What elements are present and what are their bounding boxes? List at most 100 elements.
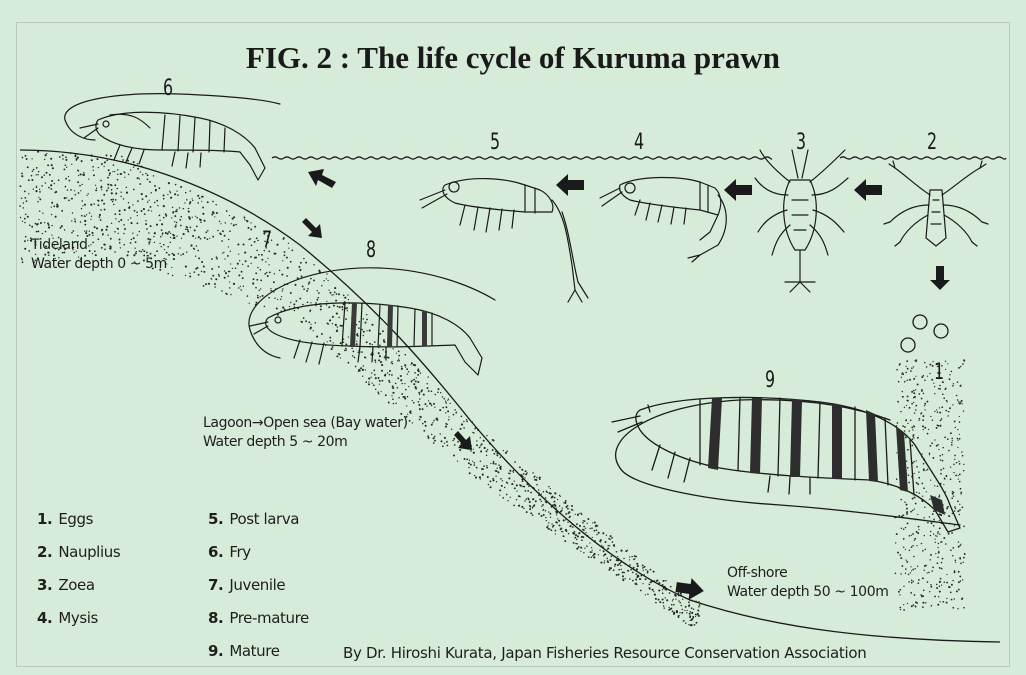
sediment-dot: [252, 282, 254, 284]
sediment-dot: [938, 596, 939, 597]
sediment-dot: [168, 182, 170, 184]
sediment-dot: [334, 287, 336, 289]
sediment-dot: [33, 169, 35, 171]
sediment-dot: [472, 461, 473, 462]
sediment-dot: [404, 383, 405, 384]
sediment-dot: [196, 225, 198, 227]
sediment-dot: [257, 297, 259, 299]
sediment-dot: [339, 306, 341, 308]
sediment-dot: [923, 463, 925, 465]
sediment-dot: [385, 394, 387, 396]
sediment-dot: [250, 222, 251, 223]
sediment-dot: [627, 550, 628, 551]
sediment-dot: [925, 602, 927, 604]
sediment-dot: [958, 571, 960, 573]
sediment-dot: [487, 449, 488, 450]
sediment-dot: [588, 556, 590, 558]
sediment-dot: [905, 419, 907, 421]
sediment-dot: [445, 401, 446, 402]
sediment-dot: [508, 473, 509, 474]
sediment-dot: [946, 582, 948, 584]
sediment-dot: [90, 219, 91, 220]
sediment-dot: [526, 511, 528, 513]
sediment-dot: [926, 491, 927, 492]
sediment-dot: [181, 238, 182, 239]
sediment-dot: [22, 221, 23, 222]
sediment-dot: [421, 389, 423, 391]
sediment-dot: [78, 175, 79, 176]
sediment-dot: [64, 164, 66, 166]
sediment-dot: [168, 254, 170, 256]
sediment-dot: [912, 438, 914, 440]
sediment-dot: [959, 545, 961, 547]
sediment-dot: [258, 290, 259, 291]
sediment-dot: [221, 240, 223, 242]
sediment-dot: [110, 155, 112, 157]
sediment-dot: [942, 454, 943, 455]
sediment-dot: [308, 283, 310, 285]
sediment-dot: [373, 370, 375, 372]
sediment-dot: [687, 610, 688, 611]
sediment-dot: [923, 393, 925, 395]
sediment-dot: [230, 294, 231, 295]
sediment-dot: [911, 391, 913, 393]
sediment-dot: [28, 179, 30, 181]
sediment-dot: [486, 467, 488, 469]
sediment-dot: [906, 514, 907, 515]
sediment-dot: [957, 510, 959, 512]
sediment-dot: [26, 200, 28, 202]
sediment-dot: [128, 174, 130, 176]
sediment-dot: [149, 181, 151, 183]
sediment-dot: [939, 581, 941, 583]
sediment-dot: [373, 384, 375, 386]
sediment-dot: [143, 208, 145, 210]
sediment-dot: [912, 498, 914, 500]
sediment-dot: [444, 437, 446, 439]
legend-label: Pre-mature: [229, 609, 309, 627]
sediment-dot: [578, 547, 579, 548]
sediment-dot: [483, 465, 485, 467]
sediment-dot: [936, 427, 938, 429]
sediment-dot: [639, 578, 641, 580]
cycle-arrows: [302, 169, 950, 602]
sediment-dot: [903, 528, 905, 530]
sediment-dot: [577, 514, 579, 516]
sediment-dot: [682, 609, 683, 610]
sediment-dot: [424, 403, 426, 405]
sediment-dot: [81, 184, 82, 185]
sediment-dot: [454, 409, 456, 411]
sediment-dot: [548, 528, 550, 530]
sediment-dot: [673, 613, 675, 615]
sediment-dot: [614, 563, 616, 565]
sediment-dot: [417, 374, 419, 376]
sediment-dot: [148, 210, 150, 212]
sediment-dot: [83, 172, 84, 173]
sediment-dot: [481, 468, 483, 470]
sediment-dot: [294, 310, 296, 312]
sediment-dot: [83, 174, 85, 176]
sediment-dot: [942, 601, 944, 603]
sediment-dot: [931, 379, 933, 381]
sediment-dot: [409, 420, 411, 422]
sediment-dot: [369, 343, 371, 345]
sediment-dot: [379, 344, 381, 346]
sediment-dot: [929, 454, 930, 455]
sediment-dot: [67, 189, 68, 190]
sediment-dot: [400, 379, 402, 381]
sediment-dot: [924, 380, 926, 382]
sediment-dot: [335, 324, 337, 326]
sediment-dot: [694, 624, 696, 626]
sediment-dot: [251, 244, 253, 246]
sediment-dot: [690, 624, 692, 626]
sediment-dot: [203, 271, 205, 273]
sediment-dot: [195, 268, 197, 270]
sediment-dot: [154, 202, 156, 204]
sediment-dot: [673, 604, 675, 606]
sediment-dot: [183, 233, 185, 235]
sediment-dot: [202, 207, 204, 209]
sediment-dot: [66, 167, 67, 168]
sediment-dot: [505, 452, 507, 454]
sediment-dot: [637, 565, 639, 567]
sediment-dot: [587, 518, 589, 520]
sediment-dot: [23, 202, 25, 204]
